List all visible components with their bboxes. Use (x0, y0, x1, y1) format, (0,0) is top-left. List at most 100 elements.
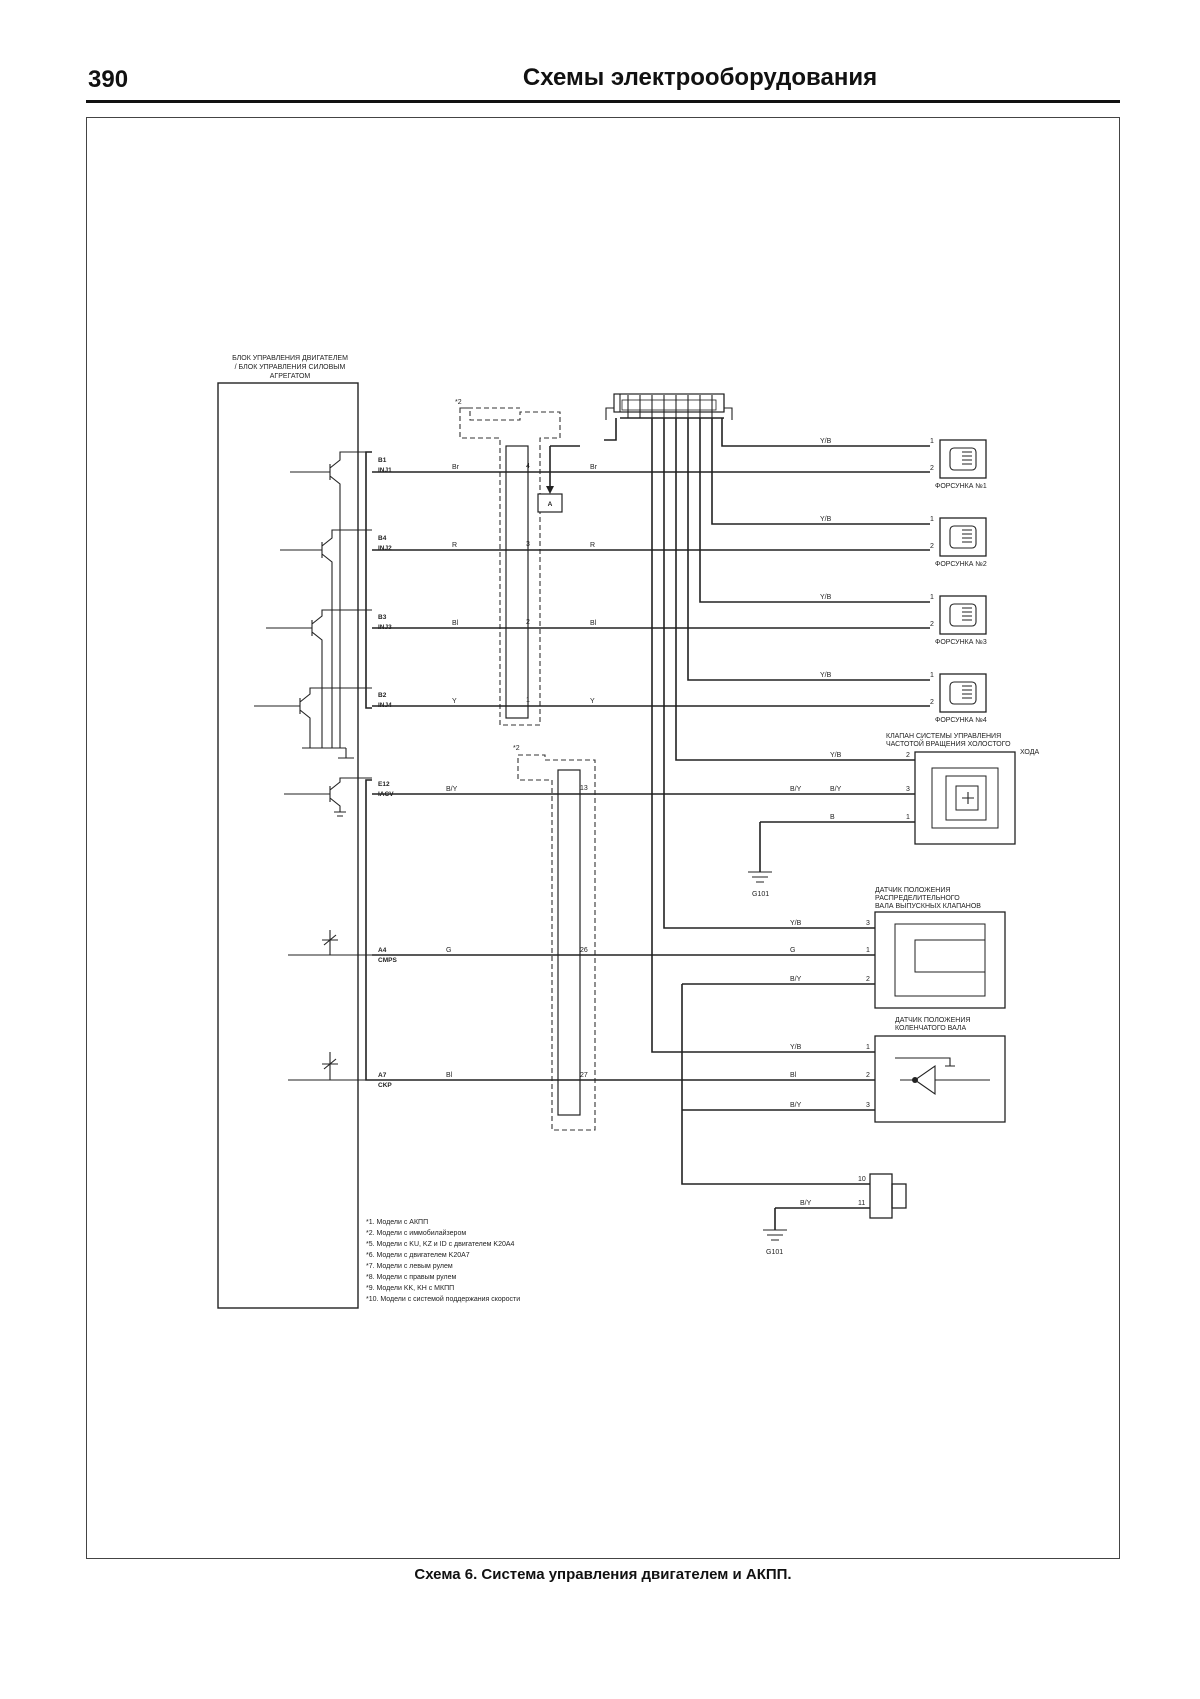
conn1-pin-3: 3 (526, 541, 530, 548)
svg-text:Bl: Bl (790, 1072, 797, 1079)
svg-text:*2. Модели с иммобилайзером: *2. Модели с иммобилайзером (366, 1229, 466, 1237)
svg-text:РАСПРЕДЕЛИТЕЛЬНОГО: РАСПРЕДЕЛИТЕЛЬНОГО (875, 895, 960, 902)
svg-text:ДАТЧИК ПОЛОЖЕНИЯ: ДАТЧИК ПОЛОЖЕНИЯ (895, 1017, 970, 1024)
pin-b4: B4 (378, 535, 387, 542)
svg-text:1: 1 (906, 814, 910, 821)
svg-text:ЧАСТОТОЙ ВРАЩЕНИЯ ХОЛОСТОГО: ЧАСТОТОЙ ВРАЩЕНИЯ ХОЛОСТОГО (886, 739, 1011, 748)
ecu-label-1: БЛОК УПРАВЛЕНИЯ ДВИГАТЕЛЕМ (232, 355, 348, 362)
connector-1-note: *2 (455, 399, 462, 406)
pin-b1: B1 (378, 457, 387, 464)
svg-text:*10. Модели с системой поддерж: *10. Модели с системой поддержания скоро… (366, 1295, 520, 1303)
svg-text:ДАТЧИК ПОЛОЖЕНИЯ: ДАТЧИК ПОЛОЖЕНИЯ (875, 887, 950, 894)
svg-text:2: 2 (906, 752, 910, 759)
svg-text:2: 2 (930, 543, 934, 550)
svg-text:Y/B: Y/B (820, 672, 832, 679)
svg-text:B/Y: B/Y (790, 1102, 802, 1109)
pin-b4-signal: INJ2 (378, 545, 392, 552)
svg-text:2: 2 (866, 976, 870, 983)
connector-2-note: *2 (513, 745, 520, 752)
svg-text:3: 3 (906, 786, 910, 793)
svg-text:G101: G101 (766, 1249, 783, 1256)
svg-text:ВАЛА ВЫПУСКНЫХ КЛАПАНОВ: ВАЛА ВЫПУСКНЫХ КЛАПАНОВ (875, 903, 981, 910)
svg-text:1: 1 (866, 1044, 870, 1051)
conn2-pin-27: 27 (580, 1072, 588, 1079)
svg-text:2: 2 (930, 699, 934, 706)
conn2-pin-26: 26 (580, 947, 588, 954)
svg-text:КЛАПАН СИСТЕМЫ УПРАВЛЕНИЯ: КЛАПАН СИСТЕМЫ УПРАВЛЕНИЯ (886, 733, 1001, 740)
svg-text:Bl: Bl (590, 620, 597, 627)
svg-text:Y/B: Y/B (820, 516, 832, 523)
svg-text:3: 3 (866, 1102, 870, 1109)
idle-valve: КЛАПАН СИСТЕМЫ УПРАВЛЕНИЯ ЧАСТОТОЙ ВРАЩЕ… (748, 733, 1039, 898)
page-number: 390 (88, 66, 129, 93)
pin-e12: E12 (378, 781, 390, 788)
ecu-drivers (254, 451, 372, 1081)
pin-b1-signal: INJ1 (378, 467, 392, 474)
svg-text:B: B (830, 814, 835, 821)
conn1-pin-4: 4 (526, 463, 530, 470)
svg-text:G101: G101 (752, 891, 769, 898)
svg-text:G: G (790, 947, 795, 954)
svg-text:10: 10 (858, 1176, 866, 1183)
conn2-pin-13: 13 (580, 785, 588, 792)
svg-text:КОЛЕНЧАТОГО ВАЛА: КОЛЕНЧАТОГО ВАЛА (895, 1025, 967, 1032)
svg-text:1: 1 (930, 438, 934, 445)
svg-text:B/Y: B/Y (790, 976, 802, 983)
svg-text:Y/B: Y/B (820, 438, 832, 445)
signal-wires: Br R Bl Y B/Y G Bl Br R Bl Y B/Y G Bl (372, 464, 930, 1081)
camshaft-sensor: ДАТЧИК ПОЛОЖЕНИЯ РАСПРЕДЕЛИТЕЛЬНОГО ВАЛА… (681, 887, 1006, 1110)
svg-text:Y/B: Y/B (830, 752, 842, 759)
injector-1: 1 2 ФОРСУНКА №1 (930, 438, 987, 490)
ecu-label-2: / БЛОК УПРАВЛЕНИЯ СИЛОВЫМ (235, 364, 346, 371)
pin-a7: A7 (378, 1072, 387, 1079)
injector-1-label: ФОРСУНКА №1 (935, 483, 987, 490)
svg-text:1: 1 (930, 672, 934, 679)
svg-text:B/Y: B/Y (800, 1200, 812, 1207)
svg-text:R: R (590, 542, 595, 549)
connector-2: *2 13 26 27 (513, 745, 596, 1131)
junction-a: A (537, 445, 580, 513)
svg-text:Br: Br (590, 464, 598, 471)
svg-text:*1. Модели с АКПП: *1. Модели с АКПП (366, 1219, 428, 1226)
pin-b3: B3 (378, 614, 387, 621)
svg-text:B/Y: B/Y (830, 786, 842, 793)
svg-text:*5. Модели с KU, KZ и ID с дви: *5. Модели с KU, KZ и ID с двигателем K2… (366, 1241, 515, 1248)
svg-text:3: 3 (866, 920, 870, 927)
pin-a7-signal: CKP (378, 1082, 392, 1089)
conn1-pin-1: 1 (526, 697, 530, 704)
ecu-label-3: АГРЕГАТОМ (270, 373, 311, 380)
svg-text:*7. Модели с левым рулем: *7. Модели с левым рулем (366, 1263, 453, 1270)
injector-4-label: ФОРСУНКА №4 (935, 717, 987, 724)
injector-2: 1 2 ФОРСУНКА №2 (930, 516, 987, 568)
svg-text:*8. Модели с правым рулем: *8. Модели с правым рулем (366, 1274, 457, 1281)
svg-text:1: 1 (930, 516, 934, 523)
figure-caption: Схема 6. Система управления двигателем и… (414, 1566, 792, 1583)
svg-text:Bl: Bl (452, 620, 459, 627)
top-connector: Y/B Y/B Y/B Y/B Y/B Y/B Y/B (604, 393, 930, 1053)
crank-sensor: ДАТЧИК ПОЛОЖЕНИЯ КОЛЕНЧАТОГО ВАЛА B/Y 1 … (682, 1017, 1006, 1123)
diagram-frame (86, 117, 1120, 1559)
svg-text:11: 11 (858, 1200, 865, 1207)
svg-text:R: R (452, 542, 457, 549)
pin-b2: B2 (378, 692, 387, 699)
ecu-pin-labels: B1 INJ1 B4 INJ2 B3 INJ3 B2 INJ4 E12 IACV… (378, 457, 397, 1089)
svg-text:2: 2 (930, 621, 934, 628)
pin-a4: A4 (378, 947, 387, 954)
svg-text:*6. Модели с двигателем K20A7: *6. Модели с двигателем K20A7 (366, 1252, 470, 1259)
svg-text:Y/B: Y/B (790, 1044, 802, 1051)
svg-text:Y: Y (590, 698, 595, 705)
connector-1: *2 4 3 2 1 (455, 399, 561, 726)
svg-text:Y/B: Y/B (820, 594, 832, 601)
svg-text:1: 1 (866, 947, 870, 954)
footnotes: *1. Модели с АКПП *2. Модели с иммобилай… (366, 1219, 520, 1303)
svg-text:Bl: Bl (446, 1072, 453, 1079)
injector-3-label: ФОРСУНКА №3 (935, 639, 987, 646)
header-rule (86, 100, 1120, 103)
svg-text:2: 2 (866, 1072, 870, 1079)
svg-text:Y/B: Y/B (790, 920, 802, 927)
svg-text:A: A (548, 501, 553, 508)
injector-2-label: ФОРСУНКА №2 (935, 561, 987, 568)
ecu-block: БЛОК УПРАВЛЕНИЯ ДВИГАТЕЛЕМ / БЛОК УПРАВЛ… (217, 355, 372, 1309)
injector-4: 1 2 ФОРСУНКА №4 (930, 672, 987, 724)
